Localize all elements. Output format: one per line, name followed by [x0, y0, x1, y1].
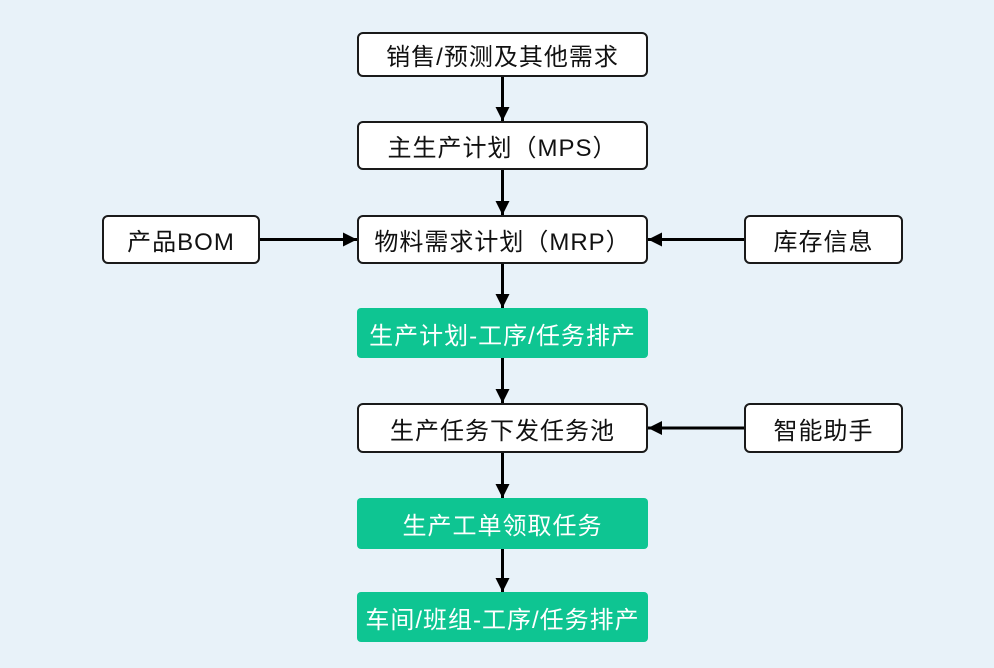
node-sales-forecast-demand: 销售/预测及其他需求: [357, 32, 648, 77]
node-product-bom: 产品BOM: [102, 215, 260, 264]
node-workshop-team-scheduling: 车间/班组-工序/任务排产: [357, 592, 648, 642]
node-work-order-claim-task: 生产工单领取任务: [357, 498, 648, 549]
node-material-requirements-planning: 物料需求计划（MRP）: [357, 215, 648, 264]
node-master-production-schedule: 主生产计划（MPS）: [357, 121, 648, 170]
node-production-plan-scheduling: 生产计划-工序/任务排产: [357, 308, 648, 358]
node-task-pool-dispatch: 生产任务下发任务池: [357, 403, 648, 453]
node-inventory-info: 库存信息: [744, 215, 903, 264]
node-intelligent-assistant: 智能助手: [744, 403, 903, 453]
